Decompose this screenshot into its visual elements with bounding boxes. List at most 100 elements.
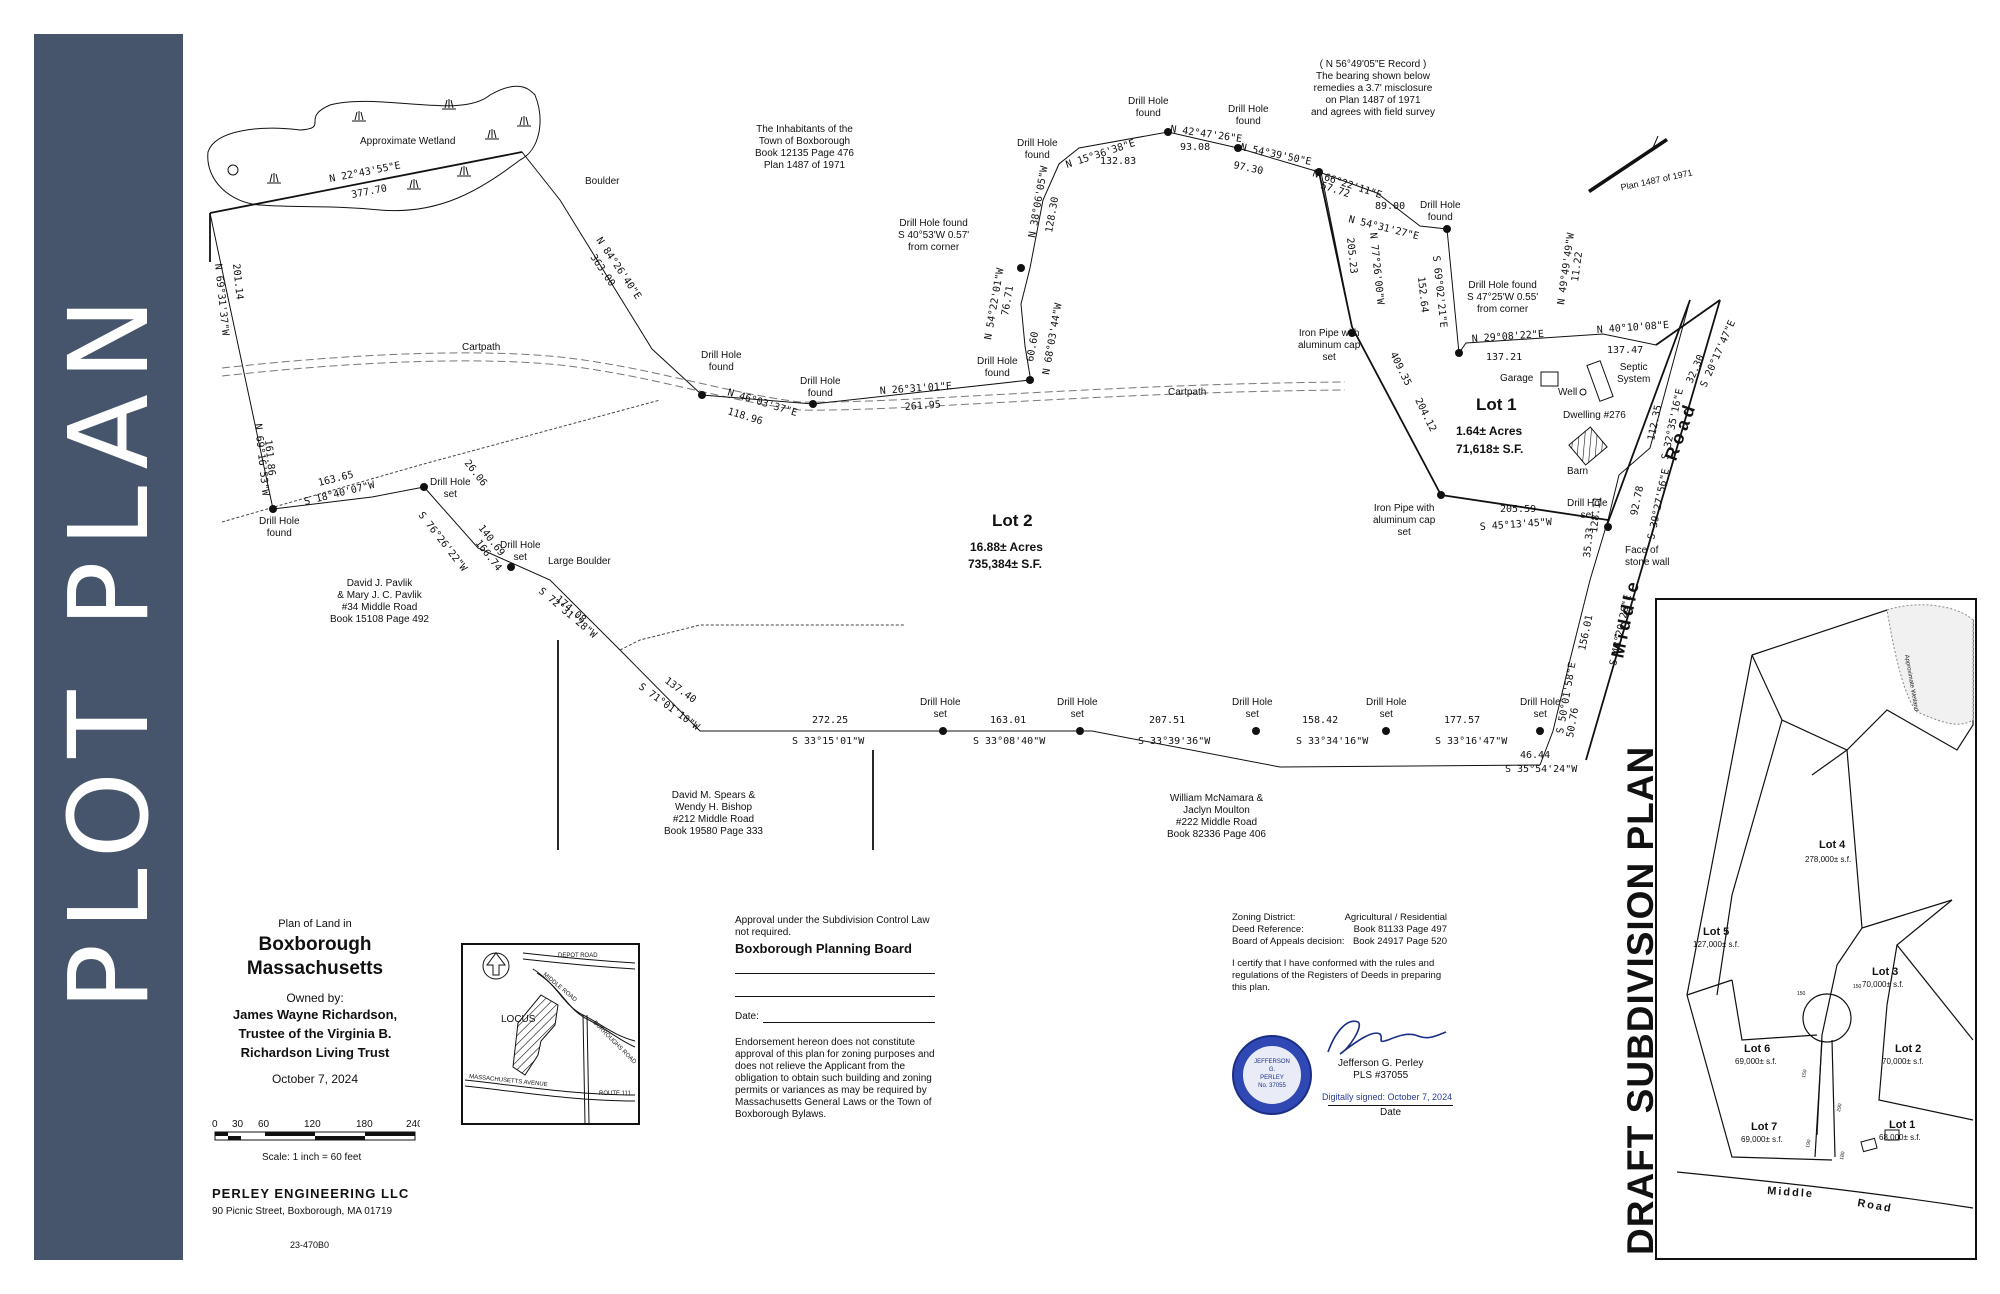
map-text-label: LOCUS bbox=[501, 1014, 536, 1025]
map-text-label: 180 bbox=[1839, 1151, 1846, 1160]
map-text-label: 290 bbox=[1836, 1103, 1843, 1112]
distance-label: 60.60 bbox=[1025, 331, 1041, 363]
plan-of-land-label: Plan of Land in bbox=[278, 918, 352, 930]
distance-label: 92.78 bbox=[1629, 485, 1646, 517]
map-text-label: ROUTE 111 bbox=[599, 1091, 631, 1097]
map-text-label: Lot 4 bbox=[1819, 839, 1846, 851]
wetland-area bbox=[207, 85, 541, 212]
bearing-label: S 33°34'16"W bbox=[1296, 736, 1369, 747]
bearing-label: S 33°16'47"W bbox=[1435, 736, 1508, 747]
abutter-mcnamara: William McNamara &Jaclyn Moulton#222 Mid… bbox=[1167, 793, 1266, 840]
map-text-label: 60 bbox=[258, 1119, 270, 1130]
bearing-label: N 26°31'01"E bbox=[879, 381, 952, 397]
bearing-label: N 40°10'08"E bbox=[1596, 320, 1669, 336]
distance-label: 158.42 bbox=[1302, 715, 1338, 726]
north-arrow-icon bbox=[486, 952, 506, 976]
lot1-acres: 1.64± Acres bbox=[1456, 424, 1523, 438]
distance-label: 261.95 bbox=[904, 399, 941, 412]
certification-text: I certify that I have conformed with the… bbox=[1232, 958, 1442, 993]
boulder-label: Boulder bbox=[585, 176, 620, 187]
lot1-area: 71,618± S.F. bbox=[1456, 442, 1524, 456]
record-note: ( N 56°49'05"E Record )The bearing shown… bbox=[1311, 59, 1435, 118]
map-text-label: 190 bbox=[1805, 1139, 1812, 1148]
bearing-label: S 76°26'22"W bbox=[416, 510, 470, 574]
buildings bbox=[1540, 360, 1614, 466]
owner-line: James Wayne Richardson, bbox=[232, 1007, 398, 1022]
plan-date: October 7, 2024 bbox=[271, 1072, 359, 1086]
distance-label: 201.14 bbox=[230, 263, 245, 300]
lot1-title: Lot 1 bbox=[1476, 395, 1517, 414]
distance-label: 89.00 bbox=[1375, 201, 1405, 212]
distance-label: 137.21 bbox=[1486, 352, 1522, 363]
distance-label: 93.08 bbox=[1180, 142, 1210, 153]
draft-subdivision-inset: Approximate Wetland 150 150 150 290 190 … bbox=[1655, 598, 1977, 1260]
scale-bar: 0 30 60 120 180 240 bbox=[212, 1119, 420, 1141]
map-text-label: 70,000± s.f. bbox=[1882, 1057, 1924, 1066]
owned-by-label: Owned by: bbox=[286, 991, 344, 1005]
approval-date-row: Date: bbox=[735, 1011, 935, 1023]
lot2-acres: 16.88± Acres bbox=[970, 540, 1043, 554]
bearing-label: N 69°31'37"W bbox=[212, 263, 231, 337]
map-text-label: 69,000± s.f. bbox=[1735, 1057, 1777, 1066]
map-text-label: 150 bbox=[1797, 991, 1806, 997]
map-text-label: 127,000± s.f. bbox=[1693, 940, 1739, 949]
map-text-label: 278,000± s.f. bbox=[1805, 855, 1851, 864]
lot2-area: 735,384± S.F. bbox=[968, 557, 1042, 571]
certification-date-label: Date bbox=[1380, 1107, 1402, 1118]
bearing-label: N 68°03'44"W bbox=[1041, 301, 1065, 375]
bearing-label: S 33°15'01"W bbox=[792, 736, 865, 747]
map-text-label: 240 bbox=[406, 1119, 420, 1130]
map-text-label: 180 bbox=[356, 1119, 373, 1130]
stone-wall-boundary bbox=[209, 131, 1691, 768]
dwelling-label: Dwelling #276 bbox=[1563, 410, 1626, 421]
map-text-label: Lot 1 bbox=[1889, 1119, 1915, 1131]
firm-address: 90 Picnic Street, Boxborough, MA 01719 bbox=[212, 1206, 393, 1217]
bearing-label: N 54°31'27"E bbox=[1347, 214, 1420, 242]
cartpath bbox=[221, 352, 1346, 411]
distance-label: 46.44 bbox=[1520, 750, 1550, 761]
lot2-title: Lot 2 bbox=[992, 511, 1033, 530]
distance-label: 128.30 bbox=[1044, 196, 1061, 233]
distance-label: 207.51 bbox=[1149, 715, 1185, 726]
digital-signature-note: Digitally signed: October 7, 2024 bbox=[1322, 1092, 1453, 1102]
map-text-label: Lot 5 bbox=[1703, 926, 1729, 938]
bearing-label: S 33°39'36"W bbox=[1138, 736, 1211, 747]
bearing-label: N 22°43'55"E bbox=[328, 160, 401, 185]
map-text-label: BURROUGHS ROAD bbox=[592, 1020, 638, 1066]
distance-label: 409.35 bbox=[1387, 350, 1413, 387]
map-text-label: 150 bbox=[1801, 1069, 1808, 1078]
map-text-label: Road bbox=[1856, 1197, 1893, 1215]
map-text-label: Lot 3 bbox=[1872, 966, 1898, 978]
firm-name: PERLEY ENGINEERING LLC bbox=[212, 1186, 410, 1201]
town-name: Boxborough bbox=[258, 934, 372, 955]
title-block: Plan of Land in Boxborough Massachusetts… bbox=[200, 918, 430, 1086]
distance-label: 97.30 bbox=[1232, 160, 1264, 177]
distance-label: 377.70 bbox=[350, 183, 388, 201]
garage-icon bbox=[1540, 371, 1559, 387]
well-icon bbox=[1579, 388, 1587, 396]
inset-wetland: Approximate Wetland bbox=[1886, 604, 1974, 725]
marsh-icon bbox=[267, 99, 531, 190]
wetland-label: Approximate Wetland bbox=[360, 136, 456, 147]
bearing-label: S 33°08'40"W bbox=[973, 736, 1046, 747]
sidebar-banner: PLOT PLAN bbox=[34, 34, 183, 1260]
map-text-label: 30 bbox=[232, 1119, 244, 1130]
map-text-label: Lot 6 bbox=[1744, 1043, 1770, 1055]
garage-label: Garage bbox=[1500, 373, 1534, 384]
